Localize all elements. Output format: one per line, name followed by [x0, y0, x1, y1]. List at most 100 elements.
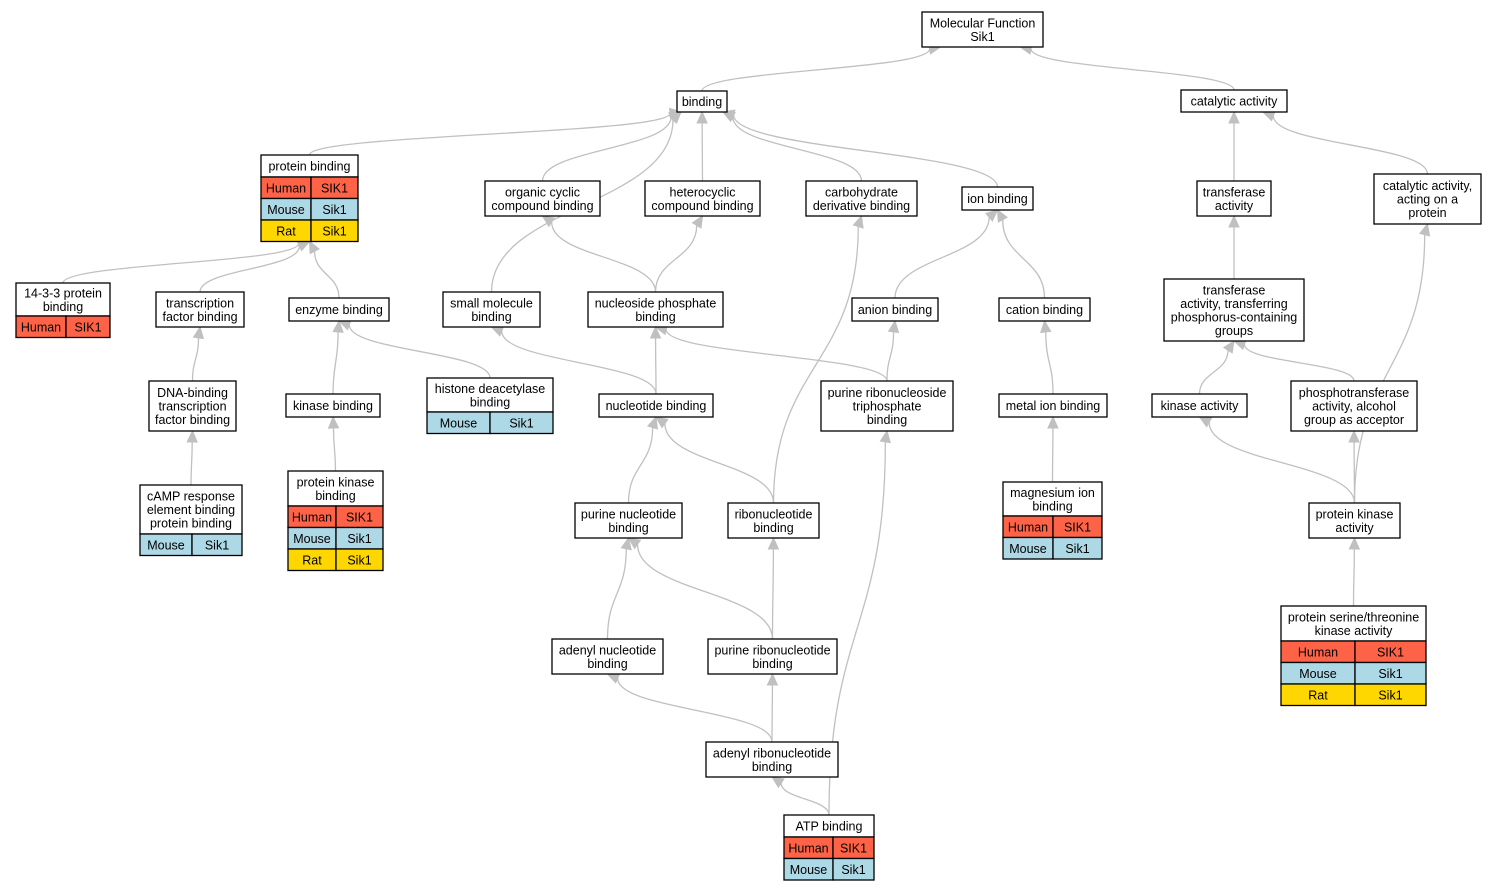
arrowhead — [627, 537, 642, 550]
node-label-line: phosphorus-containing — [1171, 310, 1298, 324]
node-kinase-activity[interactable]: kinase activity — [1151, 393, 1248, 418]
node-anion-binding[interactable]: anion binding — [851, 297, 939, 322]
node-enzyme-binding[interactable]: enzyme binding — [288, 297, 390, 322]
edge-p1433-to-protein-binding — [62, 243, 300, 284]
edge-anion-binding-to-ion-binding — [894, 217, 990, 299]
node-label-line: element binding — [147, 503, 235, 517]
node-label-line: binding — [867, 413, 907, 427]
edge-purine-ribonucleotide-to-ribonucleotide — [771, 548, 775, 640]
node-box — [484, 180, 601, 217]
edge-ser-thr-to-protein-kinase-activity — [1352, 548, 1355, 607]
node-cation-binding[interactable]: cation binding — [998, 297, 1091, 322]
node-ion-binding[interactable]: ion binding — [961, 186, 1034, 211]
node-box — [805, 180, 918, 217]
node-label-line: binding — [471, 310, 511, 324]
node-label-line: kinase binding — [293, 399, 373, 413]
node-label-line: binding — [1032, 499, 1072, 513]
gene-symbol: SIK1 — [1064, 520, 1091, 534]
species-label: Mouse — [293, 532, 331, 546]
node-label-line: carbohydrate — [825, 185, 898, 199]
node-label-line: Sik1 — [970, 30, 994, 44]
node-label-line: purine nucleotide — [581, 507, 676, 521]
node-box — [587, 291, 724, 328]
node-kinase-binding[interactable]: kinase binding — [285, 393, 381, 418]
node-label-line: binding — [470, 395, 510, 409]
edge-purine-rnt-tp-to-nucleoside-phosphate — [665, 329, 888, 382]
node-label-line: groups — [1215, 324, 1253, 338]
arrowhead — [620, 536, 632, 551]
arrowhead — [1348, 429, 1360, 443]
node-label-line: protein kinase — [297, 475, 375, 489]
edge-protein-kinase-binding-to-kinase-binding — [332, 427, 337, 472]
edge-cation-binding-to-ion-binding — [1002, 219, 1046, 299]
node-box — [285, 393, 381, 418]
node-box — [1163, 278, 1305, 342]
node-box — [1002, 481, 1103, 517]
species-label: Mouse — [1009, 542, 1047, 556]
edge-binding-to-mf — [701, 48, 931, 92]
edge-kinase-binding-to-enzyme-binding — [332, 331, 339, 395]
node-nucleotide-binding[interactable]: nucleotide binding — [598, 393, 714, 418]
node-label-line: cation binding — [1006, 303, 1083, 317]
species-label: Mouse — [440, 416, 478, 430]
node-label-line: catalytic activity — [1191, 95, 1279, 109]
edge-protein-kinase-activity-to-kinase-activity — [1208, 422, 1356, 504]
edge-catalytic-to-mf — [1030, 48, 1235, 91]
node-catalytic[interactable]: catalytic activity — [1180, 89, 1288, 113]
gene-cell — [489, 411, 554, 435]
species-label: Mouse — [790, 863, 828, 877]
gene-cell — [65, 315, 111, 339]
node-box — [727, 502, 820, 539]
arrowhead — [770, 776, 785, 789]
node-box — [998, 393, 1108, 418]
arrowhead — [887, 319, 900, 334]
node-box — [705, 741, 839, 778]
node-box — [442, 291, 541, 328]
node-binding[interactable]: binding — [676, 90, 728, 113]
node-label-line: anion binding — [858, 303, 932, 317]
arrowhead — [1228, 214, 1240, 228]
node-metal-ion[interactable]: metal ion binding — [998, 393, 1108, 418]
arrowhead — [1228, 110, 1240, 124]
edge-histone-to-enzyme-binding — [348, 324, 491, 379]
node-label-line: histone deacetylase — [435, 382, 546, 396]
gene-symbol: SIK1 — [1377, 645, 1404, 659]
node-box — [287, 470, 384, 507]
node-label-line: protein binding — [268, 160, 350, 174]
edge-nucleoside-phosphate-to-organic-cyclic — [550, 222, 657, 293]
arrowhead — [996, 208, 1009, 223]
